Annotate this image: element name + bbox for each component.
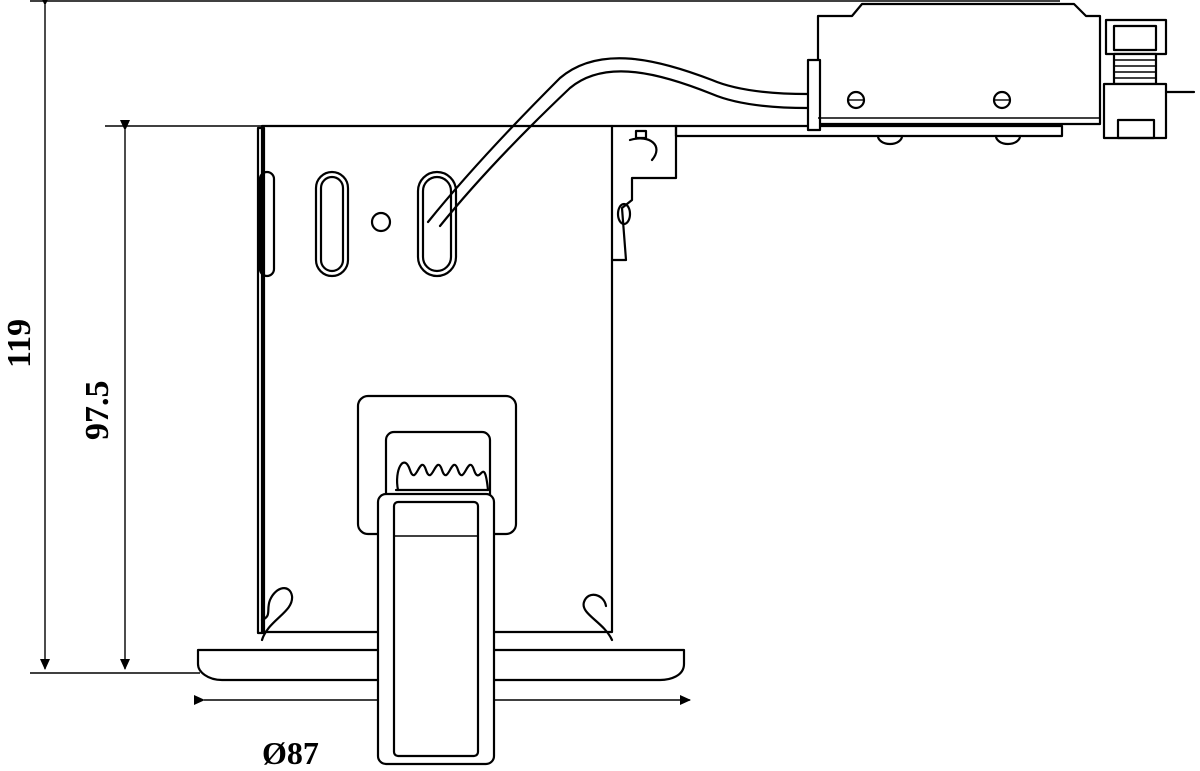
housing-body — [260, 124, 614, 634]
dimension-housing-height: 97.5 — [79, 120, 262, 670]
trim-flange — [196, 648, 686, 682]
slot-1-inner — [319, 175, 345, 273]
spring-clip — [356, 394, 518, 766]
slot-2 — [416, 170, 458, 278]
slot-2-inner — [421, 175, 453, 273]
driver-cable-gland — [806, 58, 822, 132]
cable-inner — [438, 70, 810, 228]
clip-inner-frame — [392, 500, 480, 758]
housing-can — [256, 124, 678, 642]
cable-outer — [426, 57, 810, 224]
dimension-label-diameter: Ø87 — [262, 735, 319, 771]
dimension-overall-height: 119 — [1, 0, 1060, 674]
mounting-rail — [674, 124, 1064, 146]
terminal-foot — [1116, 118, 1156, 140]
trim-ring — [196, 648, 686, 682]
housing-left-edge — [256, 126, 266, 635]
driver-box — [806, 2, 1196, 140]
terminal-block — [1102, 82, 1168, 140]
rail-bar — [674, 124, 1064, 138]
mounting-bracket — [610, 124, 678, 262]
clip-outer-frame — [376, 492, 496, 766]
slot-1 — [314, 170, 350, 278]
rail-foot-1 — [876, 134, 904, 146]
driver-body — [816, 2, 1102, 126]
clip-left — [260, 587, 294, 642]
dimension-label-119: 119 — [1, 319, 38, 368]
spring-coils — [396, 461, 490, 492]
rivet-hole — [370, 211, 392, 233]
terminal-cap-inner — [1112, 24, 1158, 52]
terminal-spring — [1112, 52, 1158, 86]
bracket-clip — [628, 137, 658, 162]
coil-spring — [394, 461, 490, 492]
bracket-screw — [634, 129, 648, 140]
supply-cable — [426, 57, 810, 228]
dimension-label-97-5: 97.5 — [79, 381, 116, 441]
rail-foot-2 — [994, 134, 1022, 146]
bracket-tab — [616, 202, 632, 226]
spring-housing — [384, 430, 492, 504]
slot-left-edge — [258, 170, 276, 278]
clip-right — [582, 593, 614, 642]
